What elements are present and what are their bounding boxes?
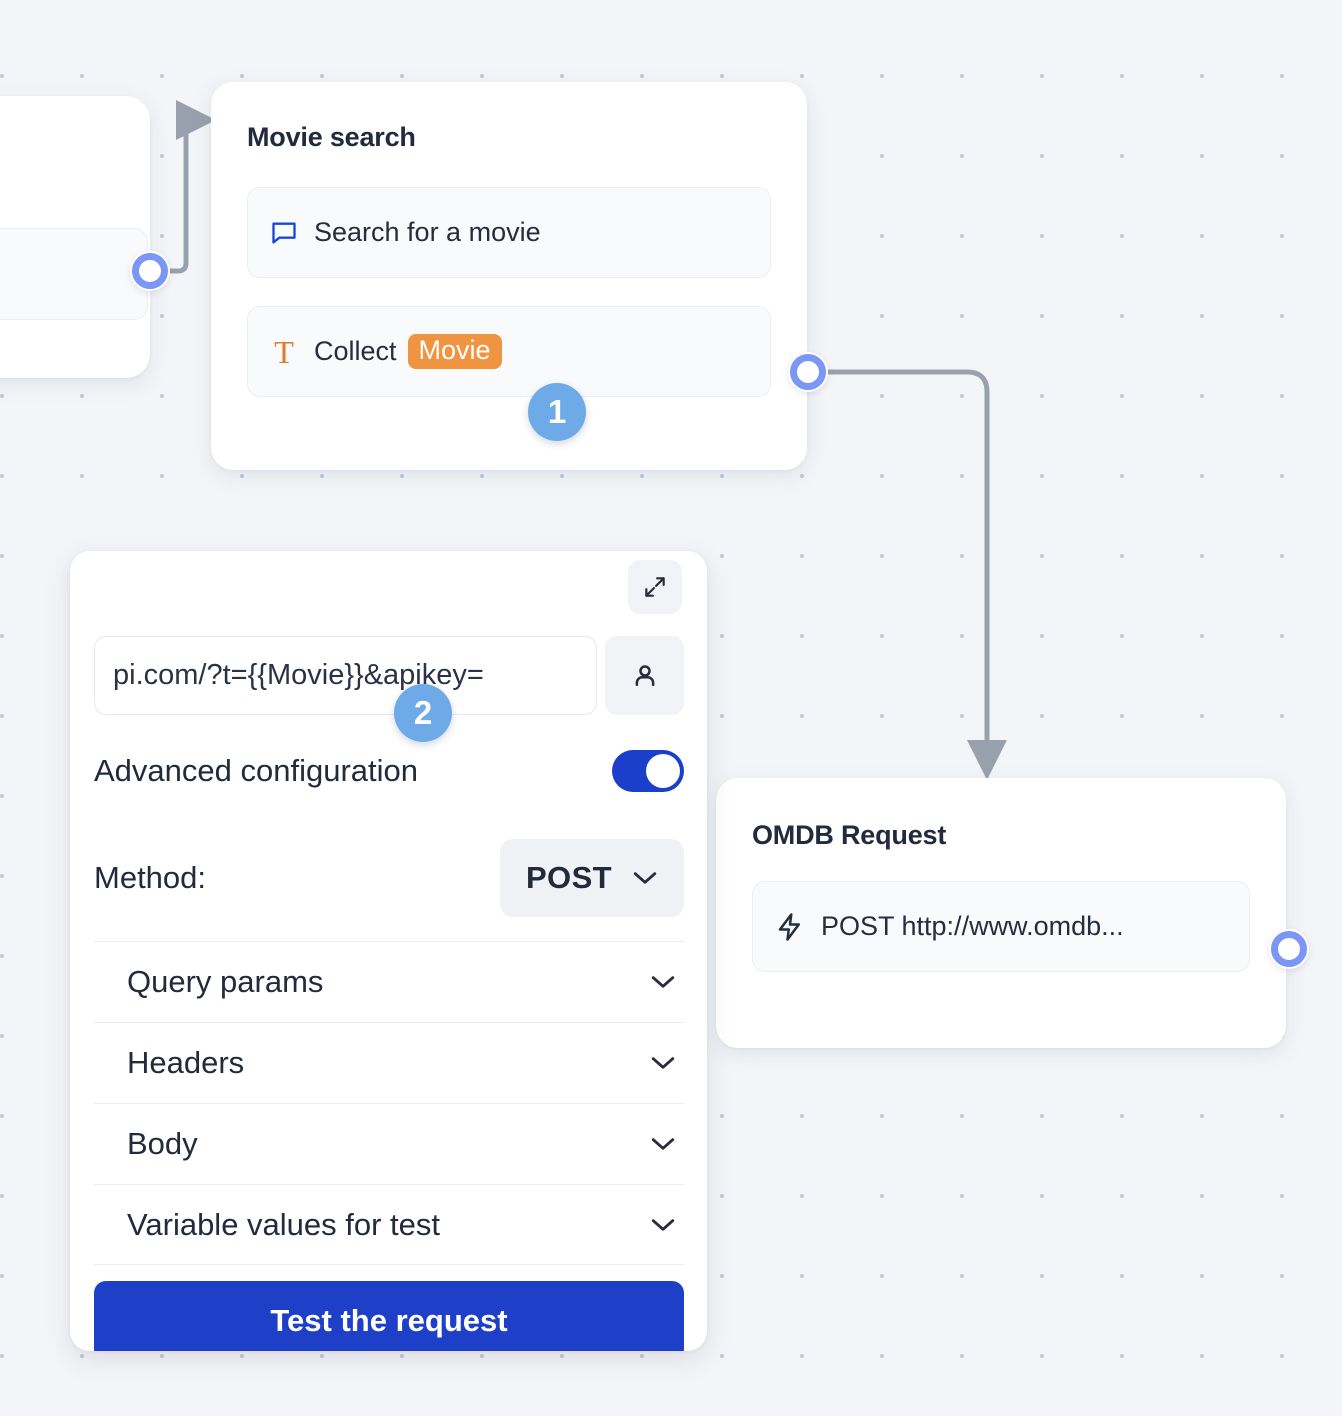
chevron-down-icon[interactable] <box>650 974 676 990</box>
test-the-request-button[interactable]: Test the request <box>94 1281 684 1351</box>
chevron-down-icon[interactable] <box>650 1055 676 1071</box>
node-partial-row[interactable] <box>0 228 148 320</box>
node-title-movie-search: Movie search <box>247 122 416 152</box>
advanced-configuration-row[interactable]: Advanced configuration <box>94 743 684 799</box>
section-label: Variable values for test <box>127 1206 441 1242</box>
advanced-configuration-toggle[interactable] <box>612 750 684 792</box>
step-badge-2: 2 <box>394 684 452 742</box>
chevron-down-icon <box>632 870 658 886</box>
request-sections-accordion: Query params Headers Body <box>94 941 684 1265</box>
edge-left-to-movie-search <box>167 100 216 274</box>
section-body[interactable]: Body <box>94 1103 684 1184</box>
output-port-movie-search[interactable] <box>788 352 828 392</box>
node-movie-search[interactable]: Movie search Search for a movie T Collec… <box>211 82 807 470</box>
chevron-down-icon[interactable] <box>650 1136 676 1152</box>
node-partial-left[interactable] <box>0 96 150 378</box>
edge-movie-search-to-omdb <box>825 369 1007 780</box>
request-url-input[interactable] <box>94 636 597 715</box>
section-headers[interactable]: Headers <box>94 1022 684 1103</box>
chevron-down-icon[interactable] <box>650 1217 676 1233</box>
lightning-bolt-icon <box>775 912 805 942</box>
node-row-label: Search for a movie <box>314 217 541 247</box>
step-badge-1: 1 <box>528 383 586 441</box>
method-row: Method: POST <box>94 839 684 917</box>
url-row[interactable] <box>94 636 684 715</box>
variable-chip-movie[interactable]: Movie <box>407 334 502 369</box>
node-row-label: Collect <box>314 336 397 366</box>
node-row-label: POST http://www.omdb... <box>821 911 1124 941</box>
method-dropdown[interactable]: POST <box>499 839 684 917</box>
section-label: Headers <box>127 1045 245 1080</box>
advanced-configuration-label: Advanced configuration <box>94 753 419 788</box>
user-icon[interactable] <box>605 636 684 715</box>
node-omdb-request[interactable]: OMDB Request POST http://www.omdb... <box>716 778 1286 1048</box>
text-format-icon: T <box>274 333 294 370</box>
output-port-left-node[interactable] <box>130 251 170 291</box>
node-row-search-for-a-movie[interactable]: Search for a movie <box>247 187 771 278</box>
chat-bubble-icon <box>270 219 298 247</box>
output-port-omdb-request[interactable] <box>1269 929 1309 969</box>
section-query-params[interactable]: Query params <box>94 941 684 1022</box>
request-config-panel[interactable]: Advanced configuration Method: POST Quer… <box>70 551 707 1351</box>
method-label: Method: <box>94 860 207 895</box>
section-label: Query params <box>127 964 324 999</box>
node-title-omdb-request: OMDB Request <box>752 820 947 850</box>
node-row-post-request[interactable]: POST http://www.omdb... <box>752 881 1250 972</box>
method-value: POST <box>525 860 612 895</box>
section-variable-values-for-test[interactable]: Variable values for test <box>94 1184 684 1265</box>
section-label: Body <box>127 1126 198 1161</box>
node-row-collect-movie[interactable]: T Collect Movie <box>247 306 771 397</box>
expand-arrows-icon[interactable] <box>628 560 682 614</box>
